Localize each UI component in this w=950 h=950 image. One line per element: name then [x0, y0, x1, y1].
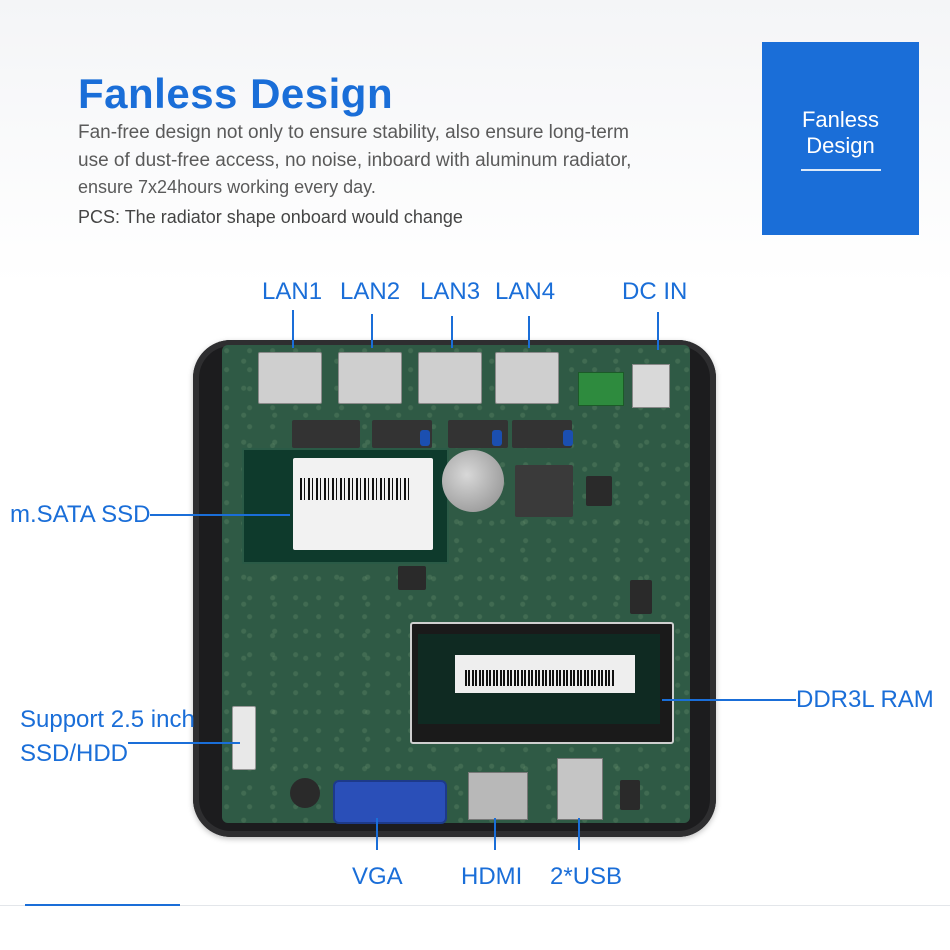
description-line-3: ensure 7x24hours working every day. — [78, 177, 376, 197]
leader-ram — [662, 699, 796, 701]
ram-barcode — [465, 670, 615, 686]
leader-dc-in — [657, 312, 659, 350]
lan1-port — [258, 352, 322, 404]
capacitor — [492, 430, 502, 446]
leader-msata — [150, 514, 290, 516]
fanless-design-badge: Fanless Design — [762, 42, 919, 235]
sata-connector — [232, 706, 256, 770]
footer-divider — [0, 905, 950, 906]
page-title: Fanless Design — [78, 70, 394, 117]
lan-chip-4 — [512, 420, 572, 448]
label-support-line-1: Support 2.5 inch — [20, 706, 195, 733]
leader-lan3 — [451, 316, 453, 348]
description-line-1: Fan-free design not only to ensure stabi… — [78, 122, 629, 143]
buzzer — [290, 778, 320, 808]
chip — [630, 580, 652, 614]
label-vga: VGA — [352, 863, 403, 890]
chip — [586, 476, 612, 506]
description-line-2: use of dust-free access, no noise, inboa… — [78, 150, 632, 171]
label-ddr3l-ram: DDR3L RAM — [796, 686, 934, 713]
label-usb: 2*USB — [550, 863, 623, 890]
audio-jack — [620, 780, 640, 810]
vga-port — [333, 780, 447, 824]
badge-line-1: Fanless — [801, 106, 880, 132]
leader-usb — [578, 818, 580, 850]
leader-lan4 — [528, 316, 530, 348]
dc-jack — [632, 364, 670, 408]
badge-line-2: Design — [806, 132, 875, 158]
label-lan2: LAN2 — [340, 278, 401, 305]
lan2-port — [338, 352, 402, 404]
label-lan1: LAN1 — [262, 278, 323, 305]
footer-accent-line — [25, 904, 180, 906]
hdmi-port — [468, 772, 528, 820]
usb-ports — [557, 758, 603, 820]
cmos-battery — [442, 450, 504, 512]
label-lan4: LAN4 — [495, 278, 556, 305]
leader-support — [128, 742, 240, 744]
motherboard — [222, 345, 690, 823]
chip — [398, 566, 426, 590]
lan3-port — [418, 352, 482, 404]
ssd-barcode — [300, 478, 410, 500]
lan-chip-1 — [292, 420, 360, 448]
dc-terminal — [578, 372, 624, 406]
leader-vga — [376, 818, 378, 850]
badge-underline — [800, 168, 881, 171]
label-support-line-2: SSD/HDD — [20, 740, 129, 767]
leader-lan2 — [371, 314, 373, 348]
label-msata-ssd: m.SATA SSD — [10, 501, 151, 528]
capacitor — [420, 430, 430, 446]
radiator-note: PCS: The radiator shape onboard would ch… — [78, 207, 463, 227]
processor-chip — [515, 465, 573, 517]
label-hdmi: HDMI — [461, 863, 523, 890]
leader-lan1 — [292, 310, 294, 348]
label-lan3: LAN3 — [420, 278, 481, 305]
ssd-sticker — [293, 458, 433, 550]
lan4-port — [495, 352, 559, 404]
leader-hdmi — [494, 818, 496, 850]
capacitor — [563, 430, 573, 446]
label-dc-in: DC IN — [622, 278, 688, 305]
